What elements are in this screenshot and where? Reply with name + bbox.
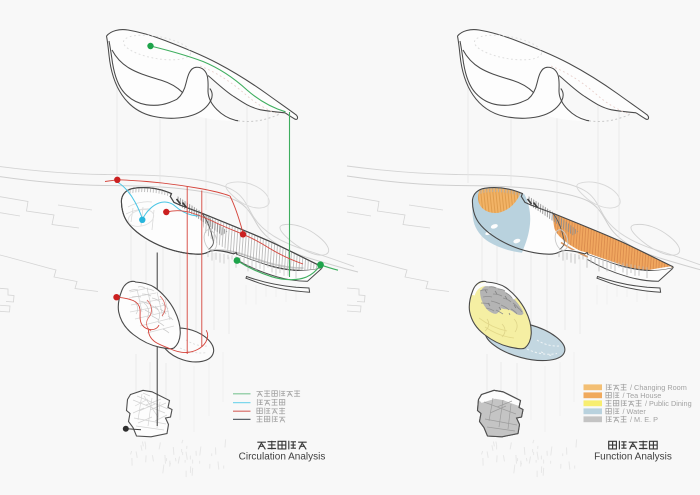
- svg-text:/ Water: / Water: [623, 407, 647, 416]
- svg-text:/ Changing Room: / Changing Room: [630, 383, 687, 392]
- svg-text:Circulation Analysis: Circulation Analysis: [239, 452, 326, 463]
- svg-text:/ Public Dining: / Public Dining: [645, 399, 692, 408]
- svg-text:Function Analysis: Function Analysis: [594, 452, 672, 463]
- svg-text:/ M. E. P: / M. E. P: [630, 415, 658, 424]
- svg-text:/ Tea House: / Tea House: [623, 391, 662, 400]
